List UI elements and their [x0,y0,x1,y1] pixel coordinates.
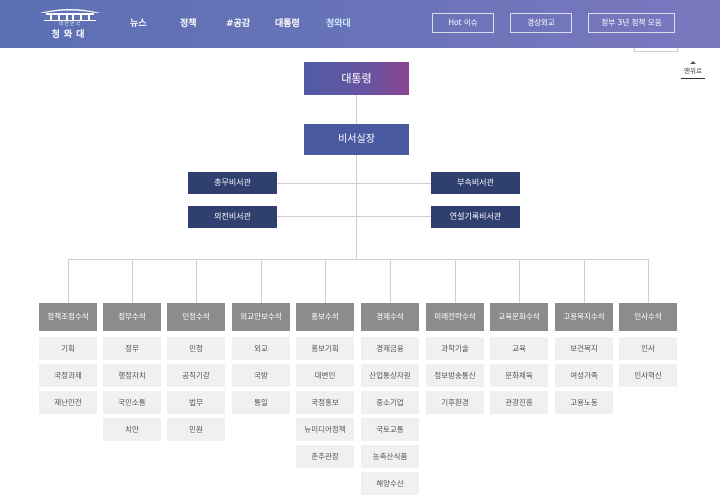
org-sub-item[interactable]: 정무 [103,337,161,360]
cheongwadae-roof-icon [40,9,100,21]
org-senior-political-affairs[interactable]: 정무수석 [103,303,161,331]
org-sub-item[interactable]: 기후환경 [426,391,484,414]
senior-drop-line [455,259,456,303]
logo-title: 청와대 [51,30,89,40]
back-to-top-underline [681,78,705,79]
org-senior-personnel[interactable]: 인사수석 [619,303,677,331]
nav-cheongwadae[interactable]: 청와대 [326,19,351,29]
org-sub-item[interactable]: 경제금융 [361,337,419,360]
org-secretary-protocol[interactable]: 의전비서관 [188,206,277,228]
org-sub-item[interactable]: 여성가족 [555,364,613,387]
org-sub-item[interactable]: 교육 [490,337,548,360]
senior-branch-line [68,259,649,260]
senior-drop-line [132,259,133,303]
secretary-line-2 [277,216,431,217]
org-sub-item[interactable]: 국토교통 [361,418,419,441]
senior-drop-line [584,259,585,303]
org-sub-item[interactable]: 뉴미디어정책 [296,418,354,441]
org-sub-item[interactable]: 국방 [232,364,290,387]
org-sub-item[interactable]: 행정자치 [103,364,161,387]
org-senior-economic[interactable]: 경제수석 [361,303,419,331]
logo-subtitle: 대한민국 [58,21,82,27]
org-chief-of-staff[interactable]: 비서실장 [304,124,409,155]
org-sub-item[interactable]: 정보방송통신 [426,364,484,387]
nav-empathy[interactable]: #공감 [226,19,251,29]
org-sub-item[interactable]: 재난안전 [39,391,97,414]
org-sub-item[interactable]: 민원 [167,418,225,441]
cheongwadae-logo[interactable]: 대한민국 청와대 [36,5,104,43]
policy-collection-button[interactable]: 정부 3년 정책 모음 [588,13,675,33]
org-sub-item[interactable]: 홍보기획 [296,337,354,360]
org-sub-item[interactable]: 치안 [103,418,161,441]
caret-up-icon [690,61,696,64]
org-secretary-attached[interactable]: 부속비서관 [431,172,520,194]
org-sub-item[interactable]: 국정과제 [39,364,97,387]
org-secretary-general-affairs[interactable]: 총무비서관 [188,172,277,194]
org-president[interactable]: 대통령 [304,62,409,95]
org-sub-item[interactable]: 중소기업 [361,391,419,414]
org-senior-civil-affairs[interactable]: 민정수석 [167,303,225,331]
org-sub-item[interactable]: 인사혁신 [619,364,677,387]
org-senior-future-strategy[interactable]: 미래전략수석 [426,303,484,331]
org-sub-item[interactable]: 과학기술 [426,337,484,360]
org-senior-policy-coordination[interactable]: 정책조정수석 [39,303,97,331]
senior-drop-line [68,259,69,303]
org-sub-item[interactable]: 문화체육 [490,364,548,387]
org-sub-item[interactable]: 관광진흥 [490,391,548,414]
senior-drop-line [390,259,391,303]
org-sub-item[interactable]: 보건복지 [555,337,613,360]
secretary-line-1 [277,183,431,184]
senior-drop-line [648,259,649,303]
org-senior-employment-welfare[interactable]: 고용복지수석 [555,303,613,331]
org-sub-item[interactable]: 법무 [167,391,225,414]
org-secretary-speech[interactable]: 연설기록비서관 [431,206,520,228]
senior-drop-line [261,259,262,303]
org-senior-public-relations[interactable]: 홍보수석 [296,303,354,331]
org-sub-item[interactable]: 국정홍보 [296,391,354,414]
nav-policy[interactable]: 정책 [180,19,197,29]
main-trunk-line [356,95,357,259]
org-senior-education-culture[interactable]: 교육문화수석 [490,303,548,331]
org-sub-item[interactable]: 인사 [619,337,677,360]
org-sub-item[interactable]: 춘추관장 [296,445,354,468]
org-sub-item[interactable]: 통일 [232,391,290,414]
nav-president[interactable]: 대통령 [275,19,300,29]
org-sub-item[interactable]: 민정 [167,337,225,360]
org-senior-foreign-security[interactable]: 외교안보수석 [232,303,290,331]
senior-drop-line [325,259,326,303]
org-sub-item[interactable]: 농축산식품 [361,445,419,468]
org-sub-item[interactable]: 기획 [39,337,97,360]
senior-drop-line [519,259,520,303]
header-bar: 대한민국 청와대 뉴스 정책 #공감 대통령 청와대 Hot 이슈 경상외교 정… [0,0,720,48]
back-to-top-button[interactable]: 맨위로 [681,61,705,79]
org-sub-item[interactable]: 외교 [232,337,290,360]
dropdown-edge [634,48,678,52]
back-to-top-label: 맨위로 [684,67,702,75]
org-sub-item[interactable]: 국민소통 [103,391,161,414]
org-sub-item[interactable]: 산업통상자원 [361,364,419,387]
org-sub-item[interactable]: 해양수산 [361,472,419,495]
org-sub-item[interactable]: 대변인 [296,364,354,387]
nav-news[interactable]: 뉴스 [130,19,147,29]
org-sub-item[interactable]: 공직기강 [167,364,225,387]
economic-diplomacy-button[interactable]: 경상외교 [510,13,572,33]
hot-issue-button[interactable]: Hot 이슈 [432,13,494,33]
senior-drop-line [196,259,197,303]
org-sub-item[interactable]: 고용노동 [555,391,613,414]
